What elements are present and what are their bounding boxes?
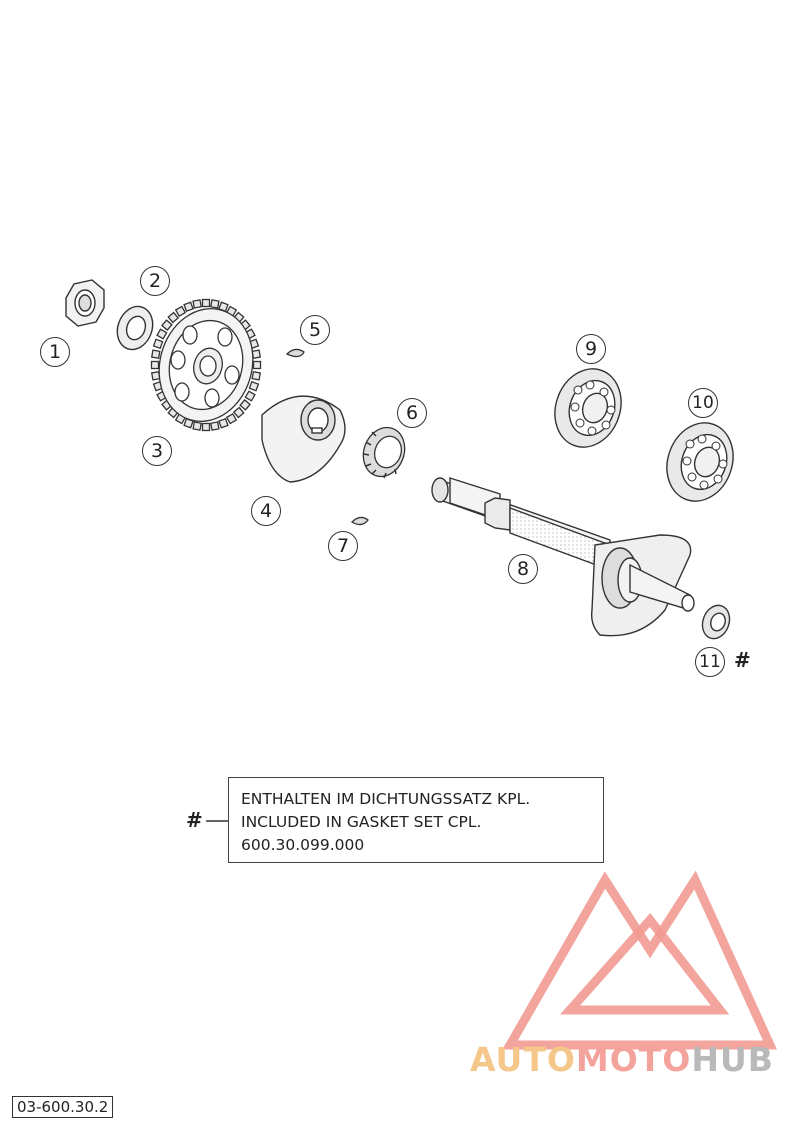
gear-tooth: [252, 360, 262, 370]
part-washer: [116, 305, 154, 351]
watermark-logo-mark: [502, 870, 777, 1050]
part-balancer-gear: [150, 298, 262, 432]
part-ball-bearing-upper: [554, 368, 622, 448]
part-balancer-weight: [261, 395, 346, 483]
gear-tooth: [210, 421, 220, 431]
watermark-word-auto: AUTO: [470, 1040, 576, 1079]
callout-8: 8: [508, 554, 538, 584]
callout-label: 3: [150, 439, 164, 462]
gear-tooth: [232, 406, 245, 419]
gear-tooth: [244, 390, 256, 402]
gear-tooth: [251, 370, 262, 381]
part-hex-nut: [65, 279, 105, 327]
gear-tooth: [210, 299, 220, 309]
watermark-brand-text: AUTOMOTOHUB: [470, 1040, 774, 1079]
gear-tooth: [150, 360, 160, 370]
callout-label: 10: [692, 392, 714, 413]
callout-label: 8: [516, 557, 530, 580]
gear-tooth: [161, 319, 173, 331]
part-woodruff-key-upper: [285, 348, 305, 358]
gear-tooth: [152, 338, 164, 350]
note-part-number: 600.30.099.000: [241, 836, 365, 854]
callout-10: 10: [688, 388, 718, 418]
gear-tooth: [218, 417, 229, 429]
note-line-german: ENTHALTEN IM DICHTUNGSSATZ KPL.: [241, 790, 531, 808]
callout-5: 5: [300, 315, 330, 345]
gasket-set-marker: #: [734, 648, 751, 672]
callout-2: 2: [140, 266, 170, 296]
callout-6: 6: [397, 398, 427, 428]
gear-tooth: [248, 380, 260, 392]
callout-11: 11: [695, 647, 725, 677]
callout-label: 9: [584, 337, 598, 360]
callout-9: 9: [576, 334, 606, 364]
callout-1: 1: [40, 337, 70, 367]
gear-tooth: [239, 399, 251, 411]
callout-3: 3: [142, 436, 172, 466]
callout-4: 4: [251, 496, 281, 526]
part-balancer-shaft: [431, 477, 695, 637]
callout-label: 11: [699, 651, 721, 672]
gear-tooth: [201, 422, 211, 432]
part-shaft-seal: [701, 604, 731, 640]
watermark-word-hub: HUB: [691, 1040, 774, 1079]
gear-tooth: [225, 413, 238, 425]
callout-label: 6: [405, 401, 419, 424]
gear-tooth: [183, 301, 194, 313]
note-line-english: INCLUDED IN GASKET SET CPL.: [241, 813, 482, 831]
callout-label: 4: [259, 499, 273, 522]
note-marker: #: [186, 808, 203, 832]
watermark-word-moto: MOTO: [575, 1040, 692, 1079]
gear-tooth: [201, 298, 211, 308]
gear-tooth: [150, 349, 161, 360]
gasket-set-note: ENTHALTEN IM DICHTUNGSSATZ KPL. INCLUDED…: [228, 777, 604, 863]
callout-label: 1: [48, 340, 62, 363]
gear-tooth: [192, 299, 202, 309]
callout-label: 5: [308, 318, 322, 341]
part-woodruff-key-lower: [350, 516, 369, 526]
gear-tooth: [174, 305, 187, 317]
part-ball-bearing-lower: [666, 422, 734, 502]
gear-tooth: [167, 311, 180, 324]
part-needle-bearing: [362, 426, 406, 479]
callout-label: 2: [148, 269, 162, 292]
callout-label: 7: [336, 534, 350, 557]
gear-tooth: [156, 328, 168, 340]
diagram-reference-code: 03-600.30.2: [12, 1096, 114, 1118]
callout-7: 7: [328, 531, 358, 561]
gear-tooth: [192, 421, 202, 431]
